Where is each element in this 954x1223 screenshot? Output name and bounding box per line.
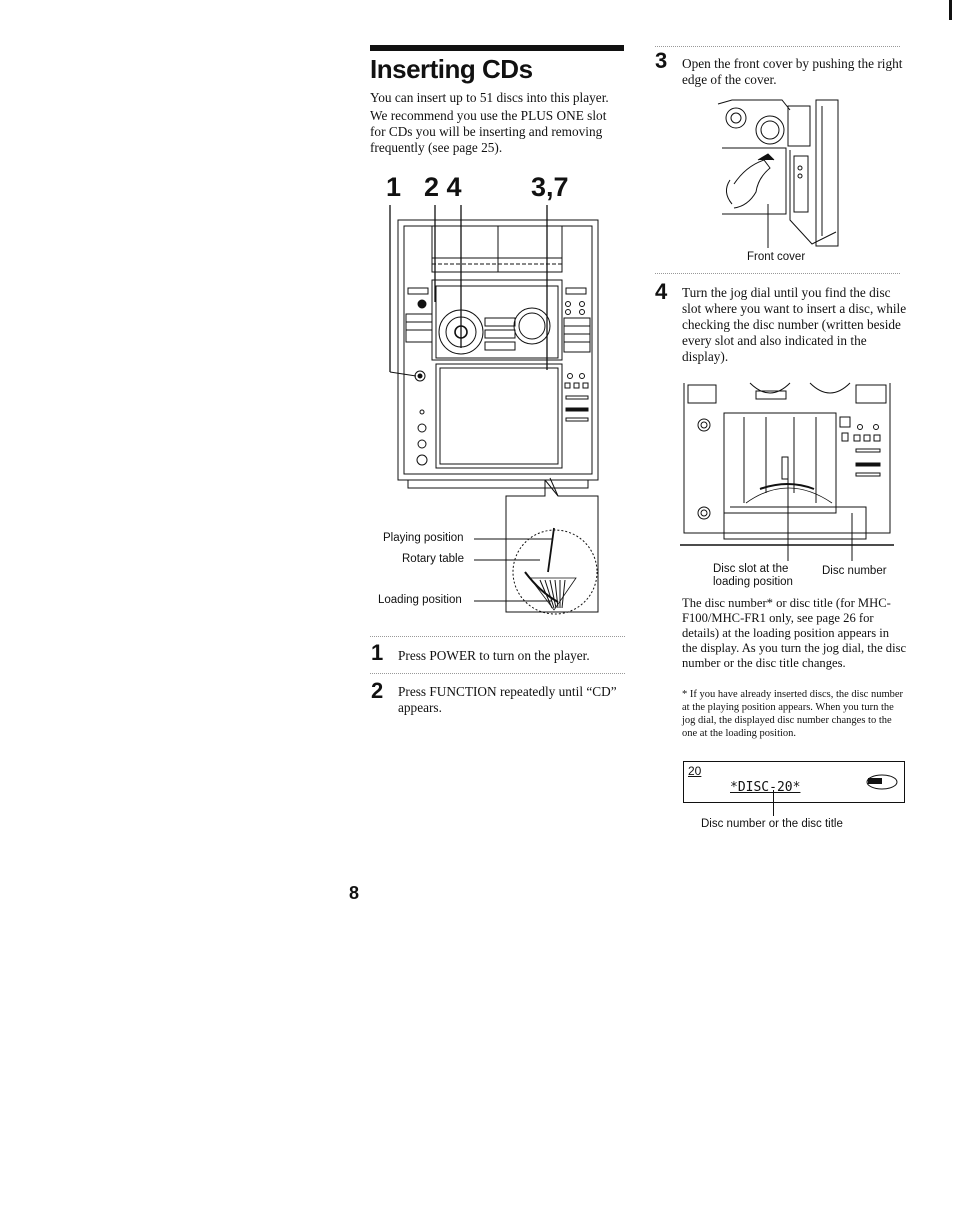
display-disc-number: 20 [688,764,702,778]
divider [655,46,900,47]
disc-slot-illustration [680,382,894,561]
display-leader [773,790,774,816]
label-disc-slot: Disc slot at the loading position [713,563,793,588]
step-4-text: Turn the jog dial until you find the dis… [682,285,907,364]
page-title: Inserting CDs [370,54,533,84]
display-text: *DISC-20* [730,780,801,795]
page-number: 8 [349,883,360,903]
label-rotary-table: Rotary table [402,553,465,565]
intro-paragraph-2: We recommend you use the PLUS ONE slot f… [370,108,607,155]
step-4-number: 4 [655,279,668,304]
callout-2-4: 2 4 [424,172,462,202]
front-cover-illustration [717,99,839,248]
footnote: * If you have already inserted discs, th… [682,689,904,739]
disc-icon [866,774,898,790]
title-rule [370,45,624,51]
label-loading-position: Loading position [378,594,462,606]
callout-3-7: 3,7 [531,172,569,202]
step-3-text: Open the front cover by pushing the righ… [682,56,903,87]
step-1-text: Press POWER to turn on the player. [398,648,590,663]
stereo-illustration [389,205,599,615]
divider [655,273,900,274]
divider [370,636,625,637]
step-2-text: Press FUNCTION repeatedly until “CD” app… [398,684,617,715]
intro-paragraph-1: You can insert up to 51 discs into this … [370,90,609,105]
label-disc-number: Disc number [822,565,887,577]
step-2-number: 2 [371,678,384,703]
step-3-number: 3 [655,48,668,73]
display-caption: Disc number or the disc title [701,818,843,830]
divider [370,673,625,674]
notes-paragraph: The disc number* or disc title (for MHC-… [682,596,907,670]
label-front-cover: Front cover [747,251,806,263]
label-playing-position: Playing position [383,532,464,544]
display-panel: 20 *DISC-20* [683,761,905,803]
step-1-number: 1 [371,640,384,665]
edge-mark [949,0,952,20]
callout-1: 1 [386,172,402,202]
